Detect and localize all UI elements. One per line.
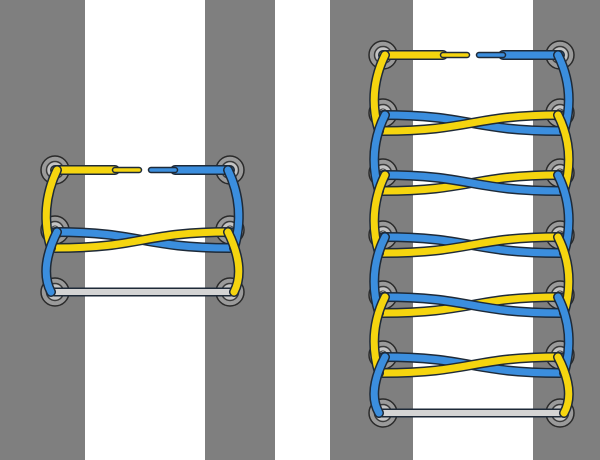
blue-lace-crossing-fill — [379, 293, 564, 317]
yellow-lace-right-segment — [553, 352, 574, 418]
yellow-lace-right-segment — [223, 227, 244, 297]
blue-lace-left-segment — [41, 227, 62, 297]
yellow-lace-crossing-fill — [379, 233, 564, 257]
long-lacing-diagram — [330, 0, 600, 460]
blue-lace-left-segment-fill — [370, 353, 389, 417]
yellow-lace-crossing — [378, 352, 565, 378]
yellow-lace-crossing — [378, 232, 565, 258]
blue-lace-left-segment-fill — [42, 228, 61, 296]
yellow-lace-right-segment-fill — [224, 228, 243, 296]
blue-lace-left-segment — [369, 352, 390, 418]
blue-lace-crossing — [378, 170, 565, 196]
yellow-lace-crossing-fill — [379, 111, 564, 135]
tongue-gap — [413, 0, 533, 460]
yellow-lace-crossing-fill — [379, 353, 564, 377]
yellow-lace-right-segment-fill — [554, 353, 573, 417]
yellow-lace-crossing-fill — [51, 228, 234, 252]
short-lacing-diagram — [0, 0, 275, 460]
blue-lace-crossing-fill — [379, 171, 564, 195]
blue-lace-crossing — [378, 292, 565, 318]
yellow-lace-crossing — [50, 227, 235, 253]
yellow-lace-crossing — [378, 110, 565, 136]
